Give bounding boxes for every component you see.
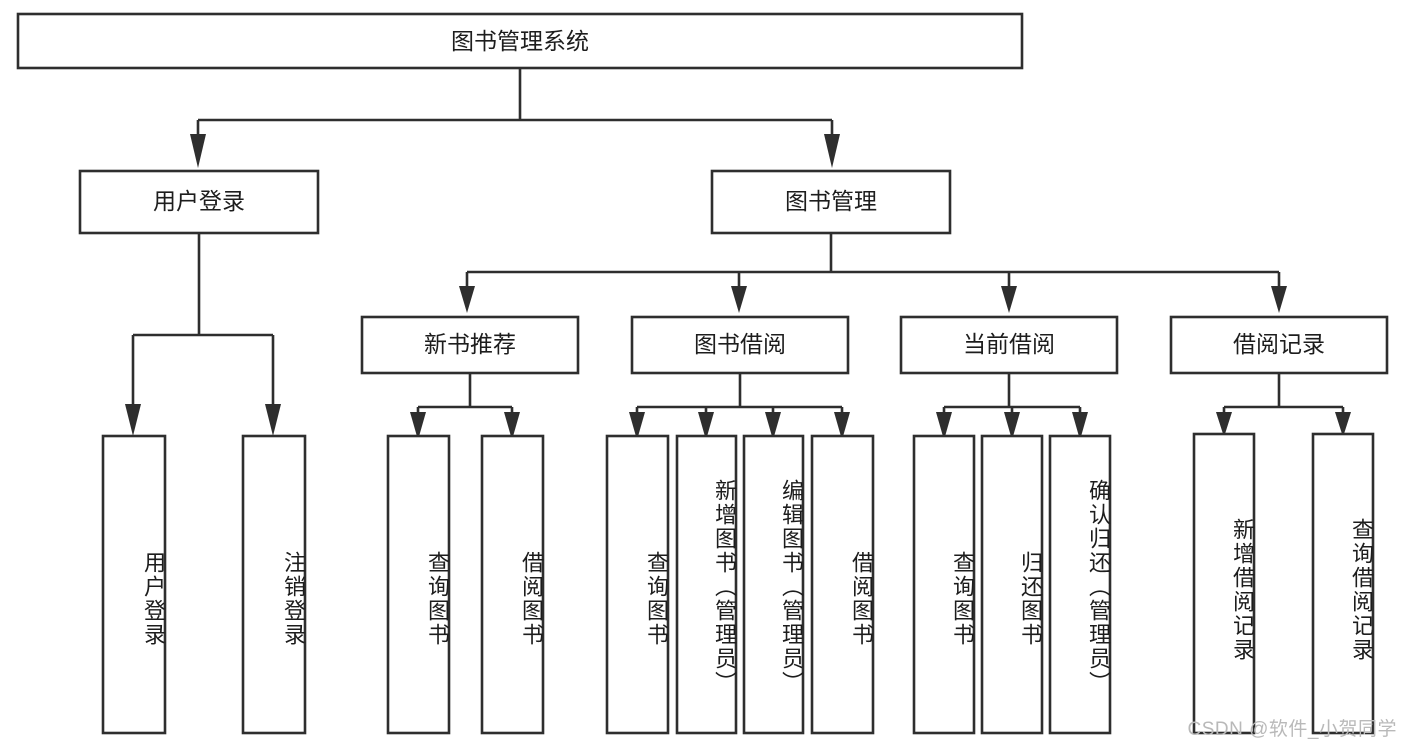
leaf-box-borrow-3[interactable] (810, 434, 875, 735)
root-label: 图书管理系统 (451, 28, 589, 54)
csdn-watermark: CSDN @软件_小贺同学 (1187, 719, 1397, 740)
level3-box-1[interactable] (630, 315, 850, 375)
leaf-box-borrow-2[interactable] (742, 434, 805, 735)
node-user-login[interactable]: 用户登录 (78, 169, 320, 235)
leaf-box-record-1[interactable] (1311, 432, 1375, 735)
leaf-box-borrow-0[interactable] (605, 434, 670, 735)
arrow-head-level3-2 (731, 286, 747, 313)
arrow-head-borrow-2 (698, 412, 714, 440)
level2-label-1: 图书管理 (785, 188, 877, 214)
leaf-box-current-1[interactable] (980, 434, 1044, 735)
leaf-box-recommend-0[interactable] (386, 434, 451, 735)
leaf-box-record-0[interactable] (1192, 432, 1256, 735)
level2-box-1[interactable] (710, 169, 952, 235)
arrow-head-current-1 (936, 412, 952, 440)
arrow-head-user-login-1 (125, 404, 141, 436)
arrow-head-borrow-1 (629, 412, 645, 440)
arrow-head-current-2 (1004, 412, 1020, 440)
arrow-head-user-login-2 (265, 404, 281, 436)
leaf-box-current-2[interactable] (1048, 434, 1112, 735)
node-new-book-recommend[interactable]: 新书推荐 (360, 315, 580, 375)
arrow-head-level3-4 (1271, 286, 1287, 313)
arrow-head-level2-2 (824, 134, 840, 168)
arrow-head-level3-1 (459, 286, 475, 313)
leaf-box-user-login-0[interactable] (101, 434, 167, 735)
arrow-head-borrow-3 (765, 412, 781, 440)
level3-label-3: 借阅记录 (1233, 331, 1325, 357)
root-box[interactable] (16, 12, 1024, 70)
node-current-borrow[interactable]: 当前借阅 (899, 315, 1119, 375)
level3-box-3[interactable] (1169, 315, 1389, 375)
level3-box-0[interactable] (360, 315, 580, 375)
leaf-box-current-0[interactable] (912, 434, 976, 735)
level3-box-2[interactable] (899, 315, 1119, 375)
arrow-head-record-1 (1216, 412, 1232, 437)
arrow-head-level2-1 (190, 134, 206, 168)
arrow-head-borrow-4 (834, 412, 850, 440)
level3-label-0: 新书推荐 (424, 331, 516, 357)
level3-label-2: 当前借阅 (963, 331, 1055, 357)
arrow-head-current-3 (1072, 412, 1088, 440)
arrow-head-recommend-2 (504, 412, 520, 440)
level2-label-0: 用户登录 (153, 188, 245, 214)
leaf-box-recommend-1[interactable] (480, 434, 545, 735)
node-borrow-record[interactable]: 借阅记录 (1169, 315, 1389, 375)
leaf-box-user-login-1[interactable] (241, 434, 307, 735)
leaf-box-borrow-1[interactable] (675, 434, 738, 735)
node-book-management[interactable]: 图书管理 (710, 169, 952, 235)
node-root[interactable]: 图书管理系统 (16, 12, 1024, 70)
node-book-borrow[interactable]: 图书借阅 (630, 315, 850, 375)
arrow-head-level3-3 (1001, 286, 1017, 313)
arrow-head-record-2 (1335, 412, 1351, 437)
arrow-head-recommend-1 (410, 412, 426, 440)
level3-label-1: 图书借阅 (694, 331, 786, 357)
